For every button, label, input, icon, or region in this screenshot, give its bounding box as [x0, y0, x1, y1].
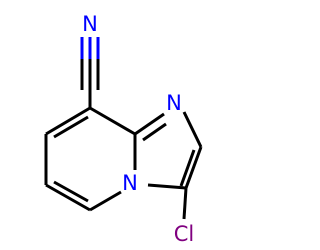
bond-c6-c5-inner: [53, 180, 89, 203]
bond-c6-c5: [45, 183, 91, 212]
nitrile-triple-bond: [80, 37, 100, 90]
bond-c8-c8a: [89, 106, 136, 136]
bond-c2-c3: [184, 146, 203, 189]
molecule-structure: N N N Cl: [44, 12, 203, 246]
bond-c2-c3-inner: [179, 149, 196, 187]
bond-c5-n4: [89, 190, 122, 212]
atom-label-nitrile-n: N: [82, 12, 98, 36]
bond-c8-c7: [45, 106, 91, 136]
bond-n1-c2: [182, 111, 203, 148]
atom-label-bridge-n: N: [122, 171, 138, 195]
atom-label-chlorine: Cl: [174, 222, 195, 246]
bond-c3-n4: [147, 183, 187, 190]
atom-label-ring-n: N: [166, 91, 182, 115]
bond-c3-cl: [182, 187, 188, 220]
bond-c8a-n1: [134, 112, 165, 136]
bond-c8a-n1-inner: [142, 122, 167, 142]
bond-c7-c8-inner: [53, 115, 89, 139]
